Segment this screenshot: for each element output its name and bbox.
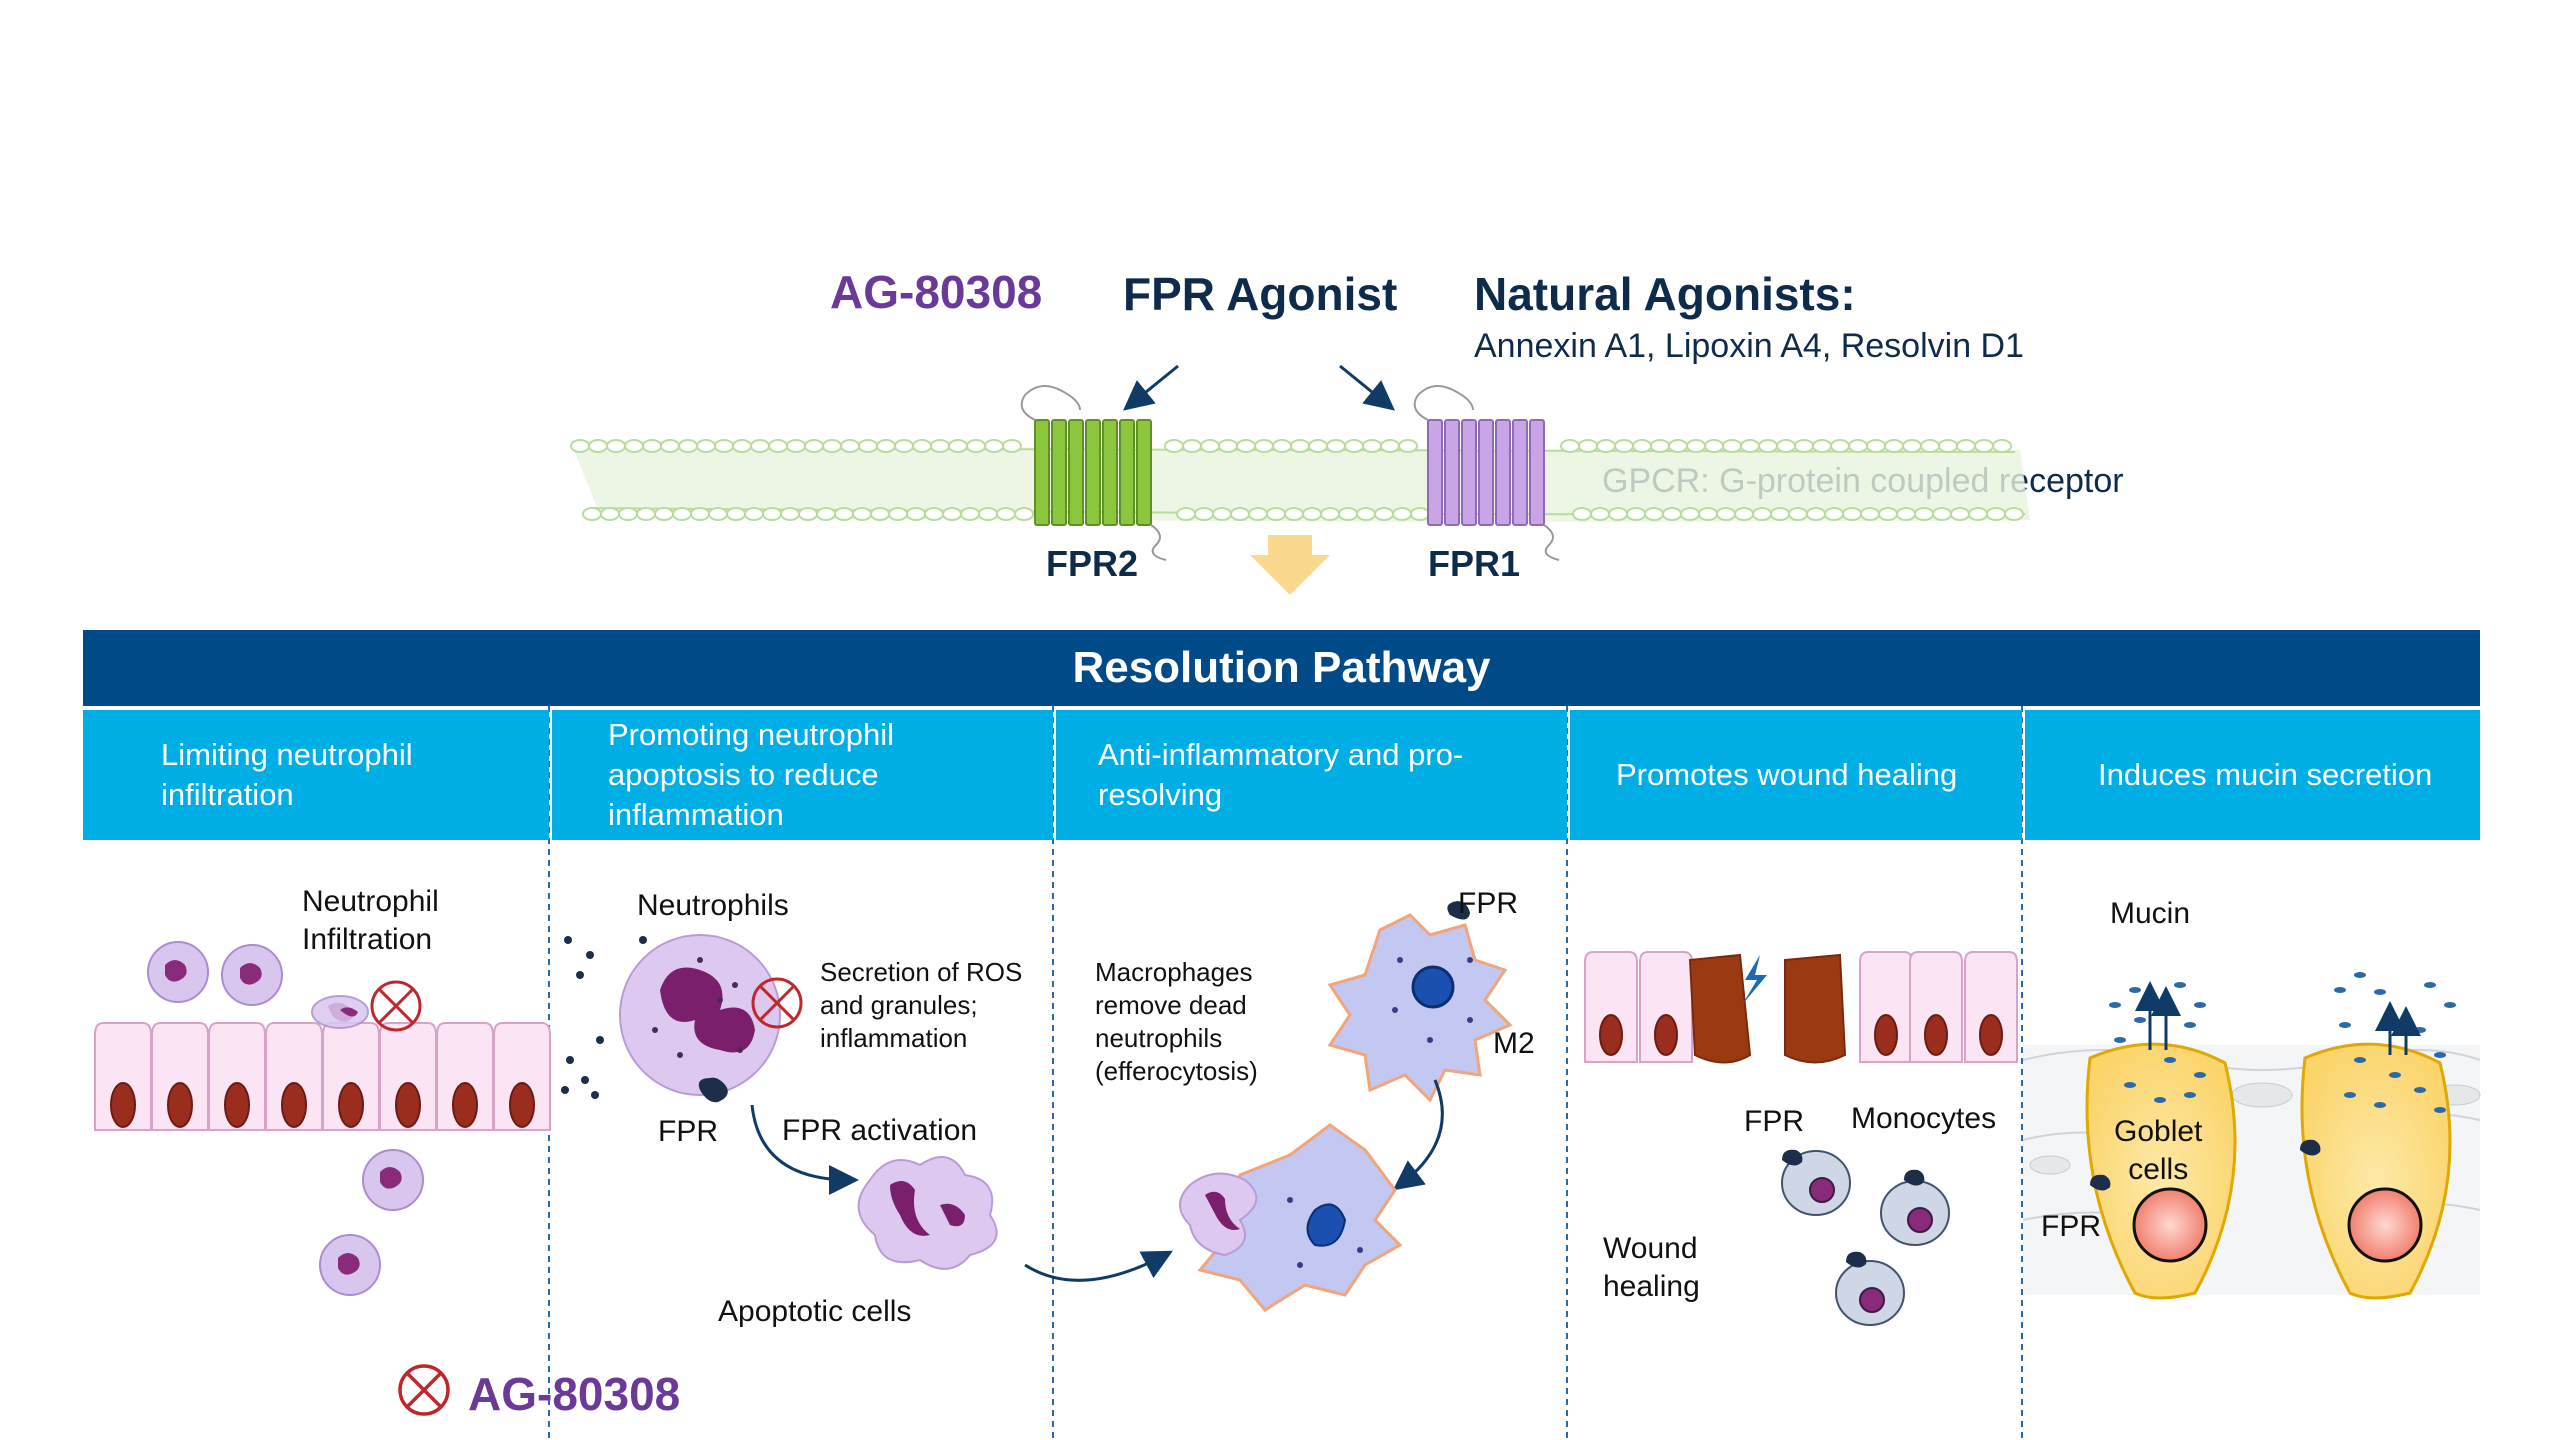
label-fpr-panel5: FPR: [2041, 1210, 2101, 1243]
label-monocytes: Monocytes: [1851, 1102, 1997, 1135]
fpr1-receptor: [1413, 385, 1560, 561]
label-neutrophils: Neutrophils: [637, 889, 789, 922]
arrow-fpr-activation: [750, 1104, 859, 1195]
arrow-m2-to-macrophage: [1392, 1079, 1444, 1191]
fpr-receptor-icon-p2: [698, 1077, 728, 1103]
injury-bolt-icon: [1742, 955, 1767, 1005]
label-fpr-panel2: FPR: [658, 1115, 718, 1148]
panel4-header: Promotes wound healing: [1570, 710, 2022, 840]
label-macrophages: Macrophages remove dead neutrophils (eff…: [1095, 957, 1258, 1086]
label-apoptotic-cells: Apoptotic cells: [718, 1295, 912, 1328]
label-goblet-cells: Goblet cells: [2114, 1115, 2203, 1186]
receptor-fpr2-label: FPR2: [1046, 543, 1139, 584]
resolution-pathway-banner: Resolution Pathway: [83, 630, 2480, 706]
cell-membrane: [570, 439, 2030, 522]
label-fpr-panel3: FPR: [1458, 887, 1518, 920]
panel1-header: Limiting neutrophil infiltration: [83, 710, 549, 840]
fpr-receptor-icon-p3: [1447, 901, 1470, 920]
panel5-header: Induces mucin secretion: [2025, 710, 2480, 840]
label-neutrophil-infiltration: Neutrophil Infiltration: [302, 885, 439, 956]
fpr-agonist-title: FPR Agonist: [1123, 268, 1398, 320]
inhibit-icon-panel2: [751, 977, 803, 1029]
panel4-graphics: [1584, 951, 2018, 1326]
label-mucin: Mucin: [2110, 897, 2191, 930]
arrow-to-fpr1: [1339, 364, 1395, 411]
label-wound-healing: Wound healing: [1603, 1232, 1700, 1303]
down-arrow: [1250, 535, 1330, 595]
panel3-header: Anti-inflammatory and pro- resolving: [1056, 710, 1567, 840]
inhibit-icon-panel1: [370, 980, 422, 1032]
fpr2-receptor: [1020, 385, 1167, 561]
natural-agonists-title: Natural Agonists:: [1474, 268, 1856, 320]
panel5-graphics: [2022, 972, 2481, 1300]
panel2-header: Promoting neutrophil apoptosis to reduce…: [552, 710, 1053, 840]
panel2-graphics: [561, 934, 1173, 1282]
drug-name-top: AG-80308: [830, 266, 1043, 318]
natural-agonists-list: Annexin A1, Lipoxin A4, Resolvin D1: [1474, 327, 2025, 365]
drug-name-bottom: AG-80308: [468, 1368, 681, 1420]
label-m2: M2: [1493, 1027, 1535, 1060]
label-secretion: Secretion of ROS and granules; inflammat…: [820, 957, 1023, 1053]
arrow-to-fpr2: [1123, 364, 1179, 411]
arrow-to-macrophage: [1024, 1250, 1173, 1282]
inhibit-icon-bottom: [398, 1364, 450, 1416]
label-fpr-panel4: FPR: [1744, 1105, 1804, 1138]
receptor-fpr1-label: FPR1: [1428, 543, 1521, 584]
panel3-graphics: [1179, 901, 1513, 1312]
panel1-graphics: [94, 941, 551, 1416]
label-fpr-activation: FPR activation: [782, 1114, 978, 1147]
